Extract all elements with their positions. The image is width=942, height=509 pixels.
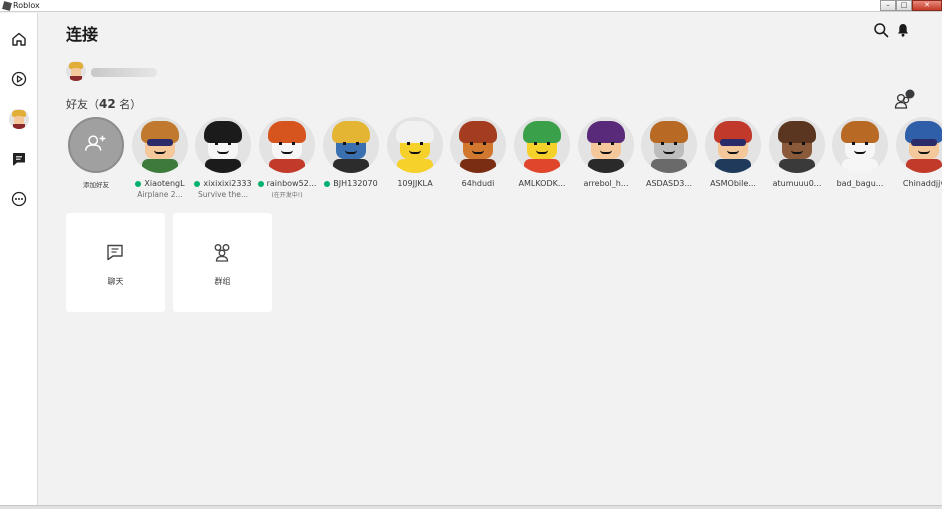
friend-name-text: xixixixi2333 <box>203 179 252 188</box>
friend-name: atumuuu0... <box>766 179 828 188</box>
friend-avatar <box>259 117 315 173</box>
friend-name-text: BJH132070 <box>333 179 378 188</box>
bottom-edge <box>0 505 942 509</box>
friend-item[interactable]: bad_bagu... <box>829 117 891 188</box>
friend-game-status: Survive the... <box>197 190 249 199</box>
friend-name: 64hdudi <box>447 179 509 188</box>
friend-avatar <box>132 117 188 173</box>
friends-count-label: 好友（42 名） <box>66 96 141 112</box>
friend-item[interactable]: BJH132070 <box>320 117 382 188</box>
minimize-button[interactable]: – <box>880 0 896 11</box>
online-status-icon <box>194 180 201 187</box>
add-friend-label: 添加好友 <box>83 181 109 189</box>
friend-avatar <box>450 117 506 173</box>
friend-name-text: Chinaddjjv <box>902 179 942 188</box>
friend-name: ASDASD3... <box>638 179 700 188</box>
friend-avatar <box>387 117 443 173</box>
notification-bell-icon[interactable] <box>895 22 911 38</box>
friend-name: ASMObile... <box>702 179 764 188</box>
friends-label-suffix: 名） <box>115 98 142 111</box>
nav-home-icon[interactable] <box>9 29 29 49</box>
friend-avatar <box>705 117 761 173</box>
close-button[interactable]: ✕ <box>912 0 942 11</box>
friend-name: Chinaddjjv <box>893 179 942 188</box>
friend-name-text: rainbow52... <box>266 179 317 188</box>
friend-name-text: 109JJKLA <box>397 179 433 188</box>
chat-tile-label: 聊天 <box>107 277 124 286</box>
my-username-blurred <box>91 68 157 77</box>
friend-game-status: (在开发中!) <box>271 192 303 199</box>
friend-name-text: XiaotengL <box>144 179 185 188</box>
friend-name-text: ASDASD3... <box>646 179 692 188</box>
friend-name-text: 64hdudi <box>461 179 495 188</box>
add-friend-circle <box>68 117 124 173</box>
friend-avatar <box>769 117 825 173</box>
my-avatar[interactable] <box>66 61 86 81</box>
online-status-icon <box>257 180 264 187</box>
roblox-logo-icon <box>2 1 12 11</box>
friend-game-status: Airplane 2... <box>137 190 183 199</box>
maximize-button[interactable]: □ <box>896 0 912 11</box>
friend-requests-icon[interactable] <box>893 89 915 111</box>
friend-item[interactable]: arrebol_h... <box>575 117 637 188</box>
friend-name: AMLKODK... <box>511 179 573 188</box>
add-friend-button[interactable]: 添加好友 <box>65 117 127 189</box>
avatar <box>9 109 29 129</box>
nav-more-icon[interactable] <box>9 189 29 209</box>
friend-name: bad_bagu... <box>829 179 891 188</box>
nav-chat-icon[interactable] <box>9 149 29 169</box>
friend-item[interactable]: AMLKODK... <box>511 117 573 188</box>
friend-item[interactable]: ASMObile... <box>702 117 764 188</box>
window-title: Roblox <box>13 1 40 10</box>
friend-name-text: arrebol_h... <box>583 179 629 188</box>
groups-tile[interactable]: 群组 <box>173 213 272 312</box>
friend-item[interactable]: 64hdudi <box>447 117 509 188</box>
nav-avatar-icon[interactable] <box>9 109 29 129</box>
window-titlebar: Roblox – □ ✕ <box>0 0 942 12</box>
friends-label-prefix: 好友（ <box>66 98 99 111</box>
friend-avatar <box>514 117 570 173</box>
friend-avatar <box>832 117 888 173</box>
online-status-icon <box>135 180 142 187</box>
friend-name-text: bad_bagu... <box>836 179 884 188</box>
friend-name: BJH132070 <box>320 179 382 188</box>
sidebar <box>0 13 38 509</box>
friend-name: 109JJKLA <box>384 179 446 188</box>
friend-item[interactable]: 109JJKLA <box>384 117 446 188</box>
friend-avatar <box>641 117 697 173</box>
friend-item[interactable]: atumuuu0... <box>766 117 828 188</box>
avatar <box>66 61 86 81</box>
friend-name-text: atumuuu0... <box>772 179 822 188</box>
friend-avatar <box>323 117 379 173</box>
friend-avatar <box>896 117 942 173</box>
friend-item[interactable]: XiaotengL Airplane 2... <box>129 117 191 199</box>
friends-count: 42 <box>99 97 116 111</box>
chat-tile[interactable]: 聊天 <box>66 213 165 312</box>
friend-name-text: AMLKODK... <box>518 179 566 188</box>
friend-avatar <box>195 117 251 173</box>
page-title: 连接 <box>66 25 99 44</box>
nav-play-icon[interactable] <box>9 69 29 89</box>
main-content: 连接 好友（42 名） 添加好友 XiaotengL Airplane 2... x… <box>39 13 942 509</box>
online-status-icon <box>324 180 331 187</box>
search-icon[interactable] <box>873 22 889 38</box>
friend-name-text: ASMObile... <box>710 179 756 188</box>
friend-name: arrebol_h... <box>575 179 637 188</box>
friend-avatar <box>578 117 634 173</box>
friend-name: XiaotengL <box>129 179 191 188</box>
add-friend-icon <box>85 135 106 151</box>
friend-item[interactable]: Chinaddjjv <box>893 117 942 188</box>
groups-tile-label: 群组 <box>214 277 231 286</box>
groups-icon <box>214 244 230 262</box>
chat-icon <box>107 244 123 261</box>
friend-item[interactable]: ASDASD3... <box>638 117 700 188</box>
friend-name: rainbow52... <box>256 179 318 188</box>
friend-name: xixixixi2333 <box>192 179 254 188</box>
friend-item[interactable]: rainbow52... (在开发中!) <box>256 117 318 199</box>
